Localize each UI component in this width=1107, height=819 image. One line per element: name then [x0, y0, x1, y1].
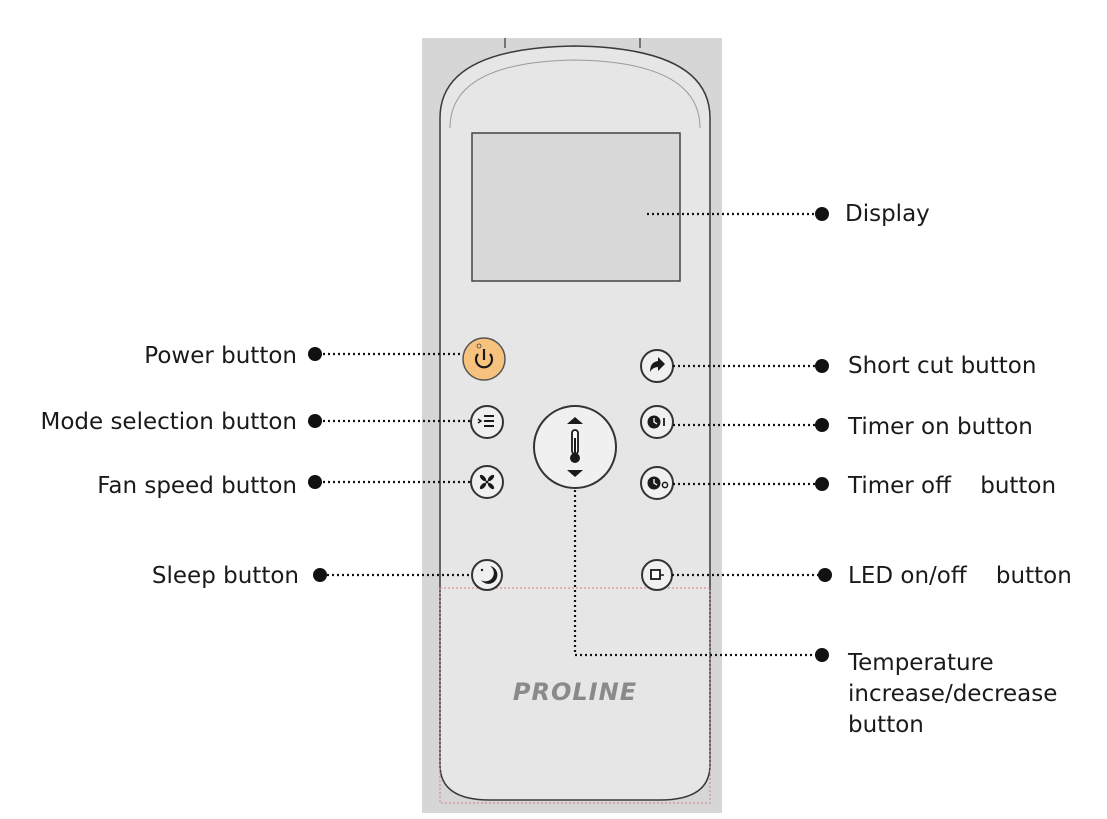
display-screen — [471, 132, 681, 282]
bottom-region-outline — [439, 587, 711, 804]
thermometer-icon — [567, 417, 583, 477]
led-button[interactable] — [641, 559, 673, 591]
sleep-button[interactable] — [471, 559, 503, 591]
leader-dots — [308, 207, 832, 662]
mode-list-icon — [477, 415, 494, 427]
display-label: Display — [845, 201, 930, 227]
leader-line-temperature — [573, 490, 820, 657]
sleep-label: Sleep button — [151, 563, 299, 589]
remote-inner-outline — [449, 59, 701, 129]
fan-speed-button[interactable] — [470, 465, 504, 499]
shortcut-button[interactable] — [640, 349, 674, 383]
timer-on-button[interactable] — [640, 405, 674, 439]
brand-logo: PROLINE — [513, 678, 637, 706]
power-label: Power button — [144, 343, 297, 369]
fan-speed-label: Fan speed button — [97, 473, 297, 499]
mode-button[interactable] — [470, 405, 504, 439]
leader-lines — [318, 212, 822, 657]
temperature-button[interactable] — [533, 405, 617, 489]
timer-off-button[interactable] — [640, 466, 674, 500]
power-button[interactable] — [462, 337, 506, 381]
square-icon — [650, 569, 664, 580]
power-icon — [474, 349, 494, 369]
shortcut-arrow-icon — [650, 357, 665, 372]
timer-off-label: Timer off button — [848, 473, 1057, 499]
shortcut-label: Short cut button — [848, 353, 1037, 379]
fan-icon — [479, 474, 495, 490]
clock-off-icon — [647, 476, 669, 490]
clock-on-icon — [647, 415, 665, 429]
led-label: LED on/off button — [848, 563, 1072, 589]
moon-icon — [480, 566, 498, 584]
mode-label: Mode selection button — [40, 409, 297, 435]
temperature-label: Temperature increase/decrease button — [848, 650, 1058, 738]
timer-on-label: Timer on button — [848, 414, 1033, 440]
